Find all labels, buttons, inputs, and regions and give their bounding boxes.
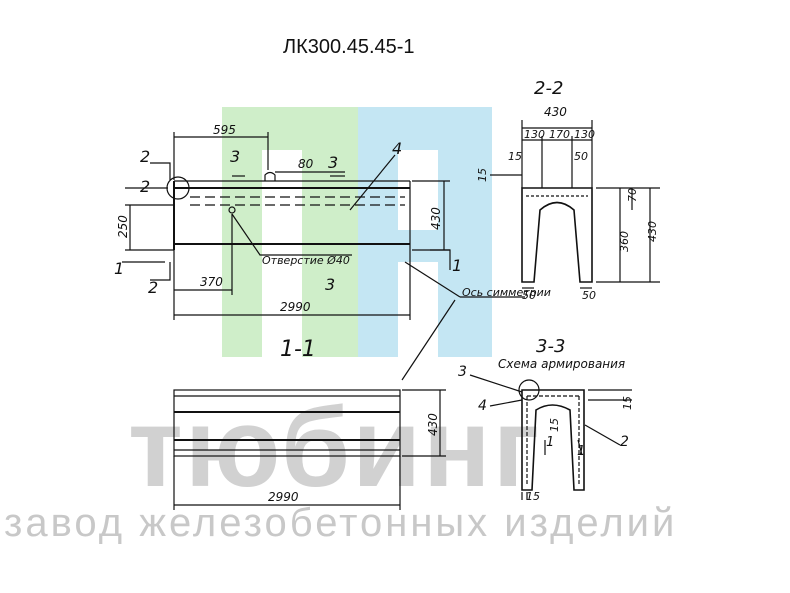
dim-130b: 130: [574, 128, 595, 141]
reinforcement-scheme-label: Схема армирования: [498, 357, 625, 371]
dim-50-top: 50: [574, 150, 588, 163]
section-mark-1-left: 1: [114, 259, 124, 278]
hole-label: Отверстие Ø40: [262, 254, 350, 267]
section-mark-2-bottom: 2: [148, 278, 158, 297]
detail-circle-33: [518, 379, 540, 401]
section-1-1: [173, 389, 446, 510]
dim-370: 370: [200, 275, 223, 289]
section-3-3: [469, 374, 632, 500]
watermark-logo-text: тюбинг: [128, 385, 542, 510]
callout-2: 2: [140, 177, 150, 196]
axis-label: Ось симметрии: [462, 286, 551, 299]
dim-15-inner-33: 15: [548, 418, 561, 432]
section-2-2-title: 2-2: [534, 78, 563, 99]
callout-2-33: 2: [620, 434, 629, 450]
dim-50-right: 50: [582, 289, 596, 302]
section-mark-3-right: 3: [328, 153, 338, 172]
dim-430-plan: 430: [429, 207, 443, 230]
watermark-subtitle: завод железобетонных изделий: [4, 501, 678, 545]
section-mark-1-right: 1: [452, 256, 462, 275]
dim-2990-plan: 2990: [280, 300, 311, 314]
drawing-title: ЛК300.45.45-1: [283, 36, 415, 58]
dim-430-11: 430: [426, 413, 440, 436]
dim-2990-11: 2990: [268, 490, 299, 504]
dim-50-left: 50: [522, 289, 536, 302]
callout-4-plan: 4: [392, 139, 402, 158]
dim-15-right-33: 15: [621, 396, 634, 410]
section-1-1-title: 1-1: [280, 337, 316, 362]
section-mark-2-top: 2: [140, 147, 150, 166]
dim-15-bottom-33: 15: [526, 490, 540, 503]
section-mark-3-bottom: 3: [325, 275, 335, 294]
dim-430-22: 430: [544, 105, 567, 119]
dim-430-22-right: 430: [646, 221, 659, 242]
dim-130a: 130: [524, 128, 545, 141]
hole-marker: [228, 206, 236, 214]
callout-3-plan: 3: [230, 147, 240, 166]
dim-70: 70: [626, 188, 639, 202]
dim-15-top: 15: [508, 150, 522, 163]
dim-360: 360: [618, 231, 631, 252]
callout-3-33: 3: [458, 364, 467, 380]
dim-170: 170: [549, 128, 570, 141]
dim-595: 595: [213, 123, 236, 137]
callout-4-33: 4: [478, 398, 487, 414]
dim-250: 250: [116, 215, 130, 238]
dim-15-side: 15: [476, 168, 489, 182]
plan-view: [122, 132, 525, 381]
section-2-2: [490, 120, 660, 289]
section-3-3-title: 3-3: [536, 336, 565, 357]
dim-80: 80: [298, 157, 314, 171]
callout-1a-33: 1: [546, 435, 554, 450]
callout-1b-33: 1: [577, 444, 585, 459]
